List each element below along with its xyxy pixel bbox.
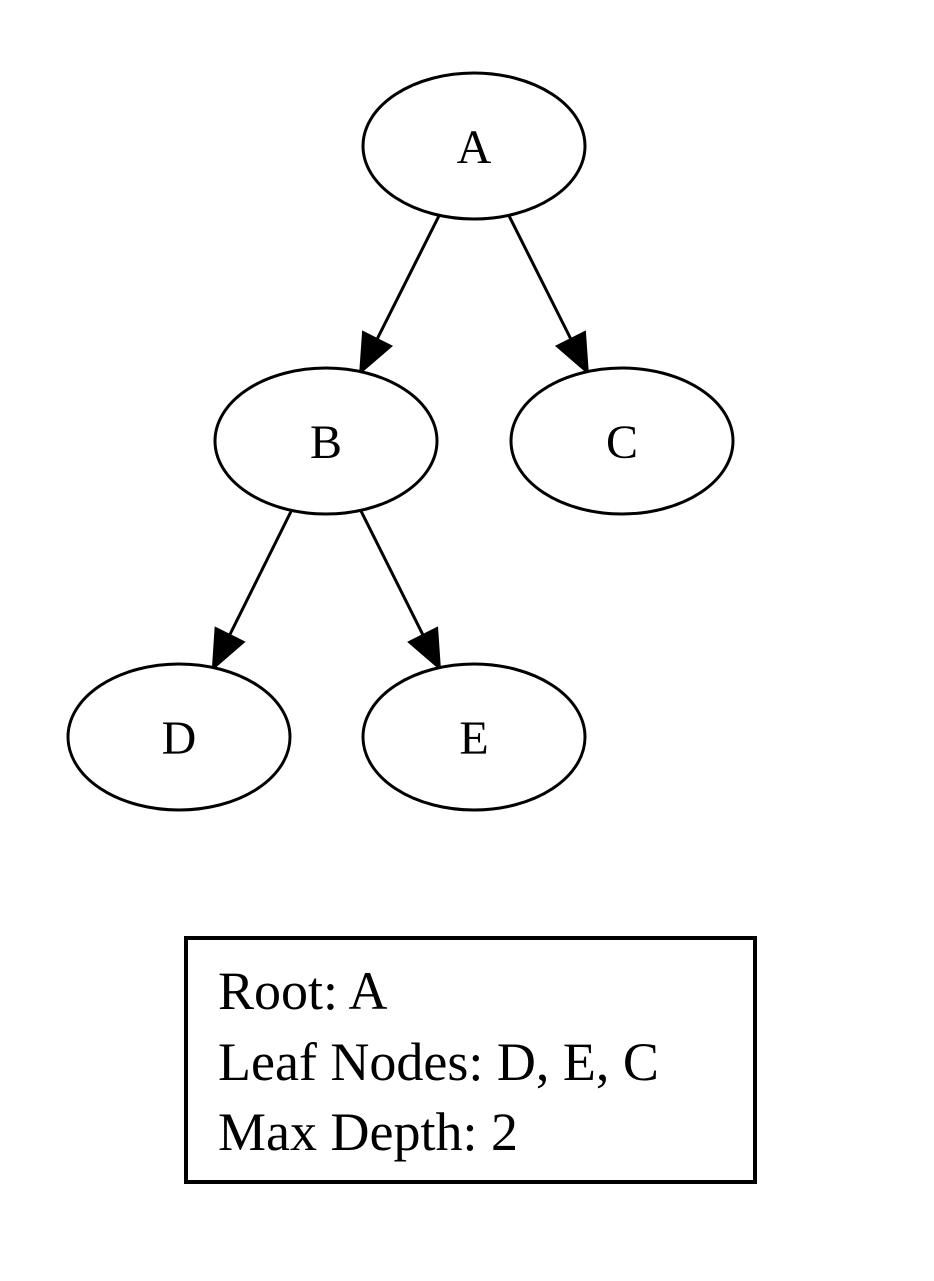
- info-leaf-nodes-text: Leaf Nodes: D, E, C: [218, 1032, 659, 1092]
- node-b: B: [213, 366, 439, 516]
- node-ellipse: [361, 662, 587, 812]
- node-label: D: [162, 712, 197, 765]
- node-ellipse: [509, 366, 735, 516]
- info-max-depth-text: Max Depth: 2: [218, 1102, 518, 1162]
- edge-line: [375, 214, 441, 341]
- arrowhead-icon: [211, 626, 246, 672]
- node-ellipse: [361, 71, 587, 221]
- edge-line: [507, 214, 573, 341]
- arrowhead-icon: [407, 626, 442, 672]
- edge-b-d: [211, 509, 293, 672]
- node-c: C: [509, 366, 735, 516]
- info-root-text: Root: A: [218, 961, 388, 1021]
- node-a: A: [361, 71, 587, 221]
- node-d: D: [66, 662, 292, 812]
- node-label: E: [459, 712, 488, 765]
- node-label: C: [606, 416, 638, 469]
- node-ellipse: [66, 662, 292, 812]
- edge-line: [228, 509, 293, 637]
- edge-a-c: [507, 214, 589, 376]
- info-box: Root: A Leaf Nodes: D, E, C Max Depth: 2: [184, 936, 757, 1184]
- edge-b-e: [359, 509, 442, 672]
- nodes-layer: A B C D E: [66, 71, 735, 812]
- edge-a-b: [359, 214, 441, 376]
- edge-line: [359, 509, 425, 637]
- arrowhead-icon: [554, 330, 589, 376]
- edges-layer: [211, 214, 589, 672]
- info-box-border: [184, 936, 757, 1184]
- node-ellipse: [213, 366, 439, 516]
- arrowhead-icon: [359, 330, 394, 376]
- node-label: B: [310, 416, 342, 469]
- node-label: A: [457, 121, 492, 174]
- node-e: E: [361, 662, 587, 812]
